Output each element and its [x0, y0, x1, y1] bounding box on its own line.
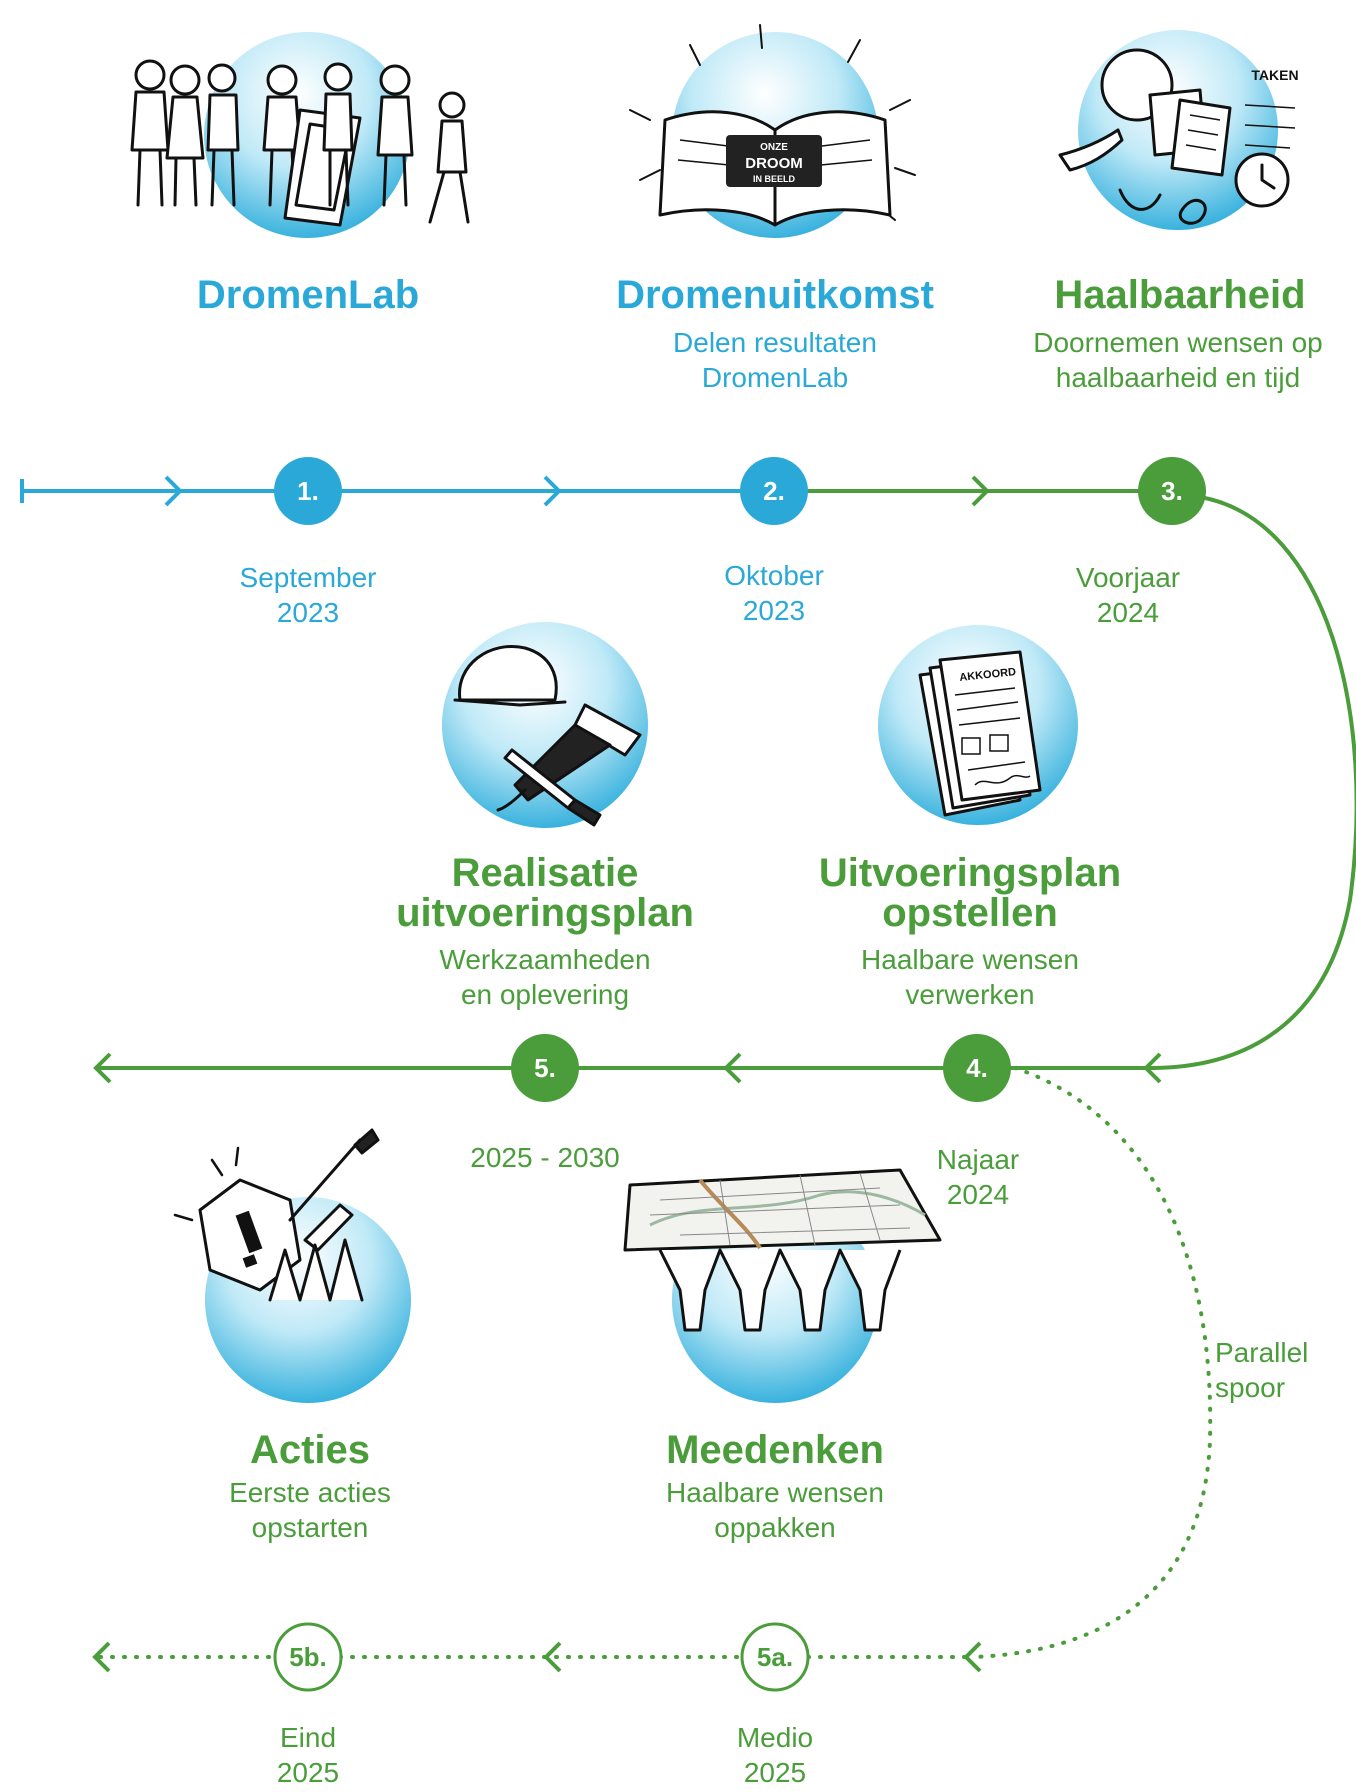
date-line: 2024 — [946, 1179, 1010, 1210]
step-5b-title: Acties — [249, 1428, 371, 1472]
step-node-1: 1. — [274, 457, 342, 525]
subtitle-line: en oplevering — [460, 979, 630, 1010]
subtitle-line: Delen resultaten — [673, 327, 877, 358]
step-2-title: Dromenuitkomst — [616, 273, 934, 317]
subtitle-line: Eerste acties — [229, 1477, 391, 1508]
timeline-curve — [1149, 495, 1356, 1070]
subtitle-line: Doornemen wensen op — [1033, 327, 1323, 358]
arrow-right-icon — [971, 475, 990, 507]
date-line: Oktober — [724, 560, 824, 591]
book-text: DROOM — [745, 155, 803, 172]
title-line: Uitvoeringsplan — [818, 851, 1122, 895]
book-text: ONZE — [760, 142, 788, 153]
date-line: Medio — [736, 1722, 814, 1753]
arrow-left-icon — [723, 1052, 742, 1084]
arrow-right-icon — [164, 475, 183, 507]
subtitle-line: haalbaarheid en tijd — [1055, 362, 1301, 393]
signed-document-icon: AKKOORD — [878, 625, 1078, 825]
date-line: Najaar — [936, 1144, 1020, 1175]
step-3-date: Voorjaar 2024 — [1028, 560, 1228, 630]
arrow-right-icon — [543, 475, 562, 507]
book-text: IN BEELD — [753, 174, 796, 184]
subtitle-line: verwerken — [905, 979, 1035, 1010]
subtitle-line: Haalbare wensen — [861, 944, 1079, 975]
subtitle-line: opstarten — [251, 1512, 369, 1543]
date-line: 2023 — [742, 595, 806, 626]
people-with-easel-icon — [130, 32, 470, 238]
title-line: Realisatie — [451, 851, 639, 895]
step-node-2: 2. — [740, 457, 808, 525]
step-4-date: Najaar 2024 — [878, 1142, 1078, 1212]
step-number: 5. — [534, 1053, 556, 1083]
subtitle-line: Werkzaamheden — [439, 944, 651, 975]
step-3-title: Haalbaarheid — [1054, 273, 1306, 317]
date-line: 2025 — [743, 1757, 807, 1788]
step-1-title: DromenLab — [196, 273, 420, 317]
step-5a-date: Medio 2025 — [675, 1720, 875, 1790]
step-number: 3. — [1161, 476, 1183, 506]
planning-documents-clock-icon: TAKEN — [1058, 30, 1299, 230]
step-5-subtitle: Werkzaamheden en oplevering — [370, 942, 720, 1012]
title-line: uitvoeringsplan — [396, 891, 694, 935]
step-number: 5b. — [289, 1642, 327, 1672]
date-line: Eind — [279, 1722, 337, 1753]
step-node-5: 5. — [511, 1034, 579, 1102]
people-holding-map-icon — [623, 1168, 942, 1403]
subtitle-line: Haalbare wensen — [666, 1477, 884, 1508]
label-line: spoor — [1215, 1372, 1286, 1403]
step-5-date: 2025 - 2030 — [470, 1142, 620, 1173]
timeline-row-3 — [92, 1641, 982, 1673]
arrow-left-icon — [963, 1641, 982, 1673]
step-node-3: 3. — [1138, 457, 1206, 525]
step-number: 2. — [763, 476, 785, 506]
helmet-hammer-screwdriver-icon — [442, 622, 648, 828]
timeline-row-1 — [20, 475, 1172, 507]
people-pulling-sign-icon — [173, 1128, 411, 1403]
step-number: 1. — [297, 476, 319, 506]
step-5-title: Realisatie uitvoeringsplan — [370, 853, 720, 933]
date-line: 2025 — [276, 1757, 340, 1788]
step-5a-title: Meedenken — [666, 1428, 884, 1472]
step-4-title: Uitvoeringsplan opstellen — [790, 853, 1150, 933]
parallel-track-label: Parallel spoor — [1215, 1335, 1345, 1405]
step-number: 5a. — [757, 1642, 793, 1672]
open-book-dream-icon: ONZE DROOM IN BEELD — [629, 24, 916, 238]
step-4-subtitle: Haalbare wensen verwerken — [790, 942, 1150, 1012]
step-3-subtitle: Doornemen wensen op haalbaarheid en tijd — [1000, 325, 1356, 395]
label-line: Parallel — [1215, 1337, 1309, 1368]
step-1-date: September 2023 — [208, 560, 408, 630]
step-2-subtitle: Delen resultaten DromenLab — [605, 325, 945, 395]
arrow-left-icon — [92, 1641, 111, 1673]
step-5b-date: Eind 2025 — [208, 1720, 408, 1790]
arrow-left-icon — [543, 1641, 562, 1673]
step-5b-subtitle: Eerste acties opstarten — [190, 1475, 430, 1545]
step-node-5b: 5b. — [273, 1622, 343, 1692]
step-node-5a: 5a. — [740, 1622, 810, 1692]
subtitle-line: DromenLab — [701, 362, 849, 393]
arrow-left-icon — [93, 1052, 112, 1084]
doc-text: AKKOORD — [959, 666, 1017, 684]
date-line: 2024 — [1096, 597, 1160, 628]
step-node-4: 4. — [943, 1034, 1011, 1102]
note-text: TAKEN — [1251, 67, 1298, 83]
step-5a-subtitle: Haalbare wensen oppakken — [600, 1475, 950, 1545]
date-line: September — [239, 562, 377, 593]
arrow-left-icon — [1143, 1052, 1162, 1084]
title-line: opstellen — [882, 891, 1058, 935]
date-line: Voorjaar — [1075, 562, 1181, 593]
step-2-date: Oktober 2023 — [674, 558, 874, 628]
step-number: 4. — [966, 1053, 988, 1083]
date-line: 2023 — [276, 597, 340, 628]
subtitle-line: oppakken — [714, 1512, 836, 1543]
